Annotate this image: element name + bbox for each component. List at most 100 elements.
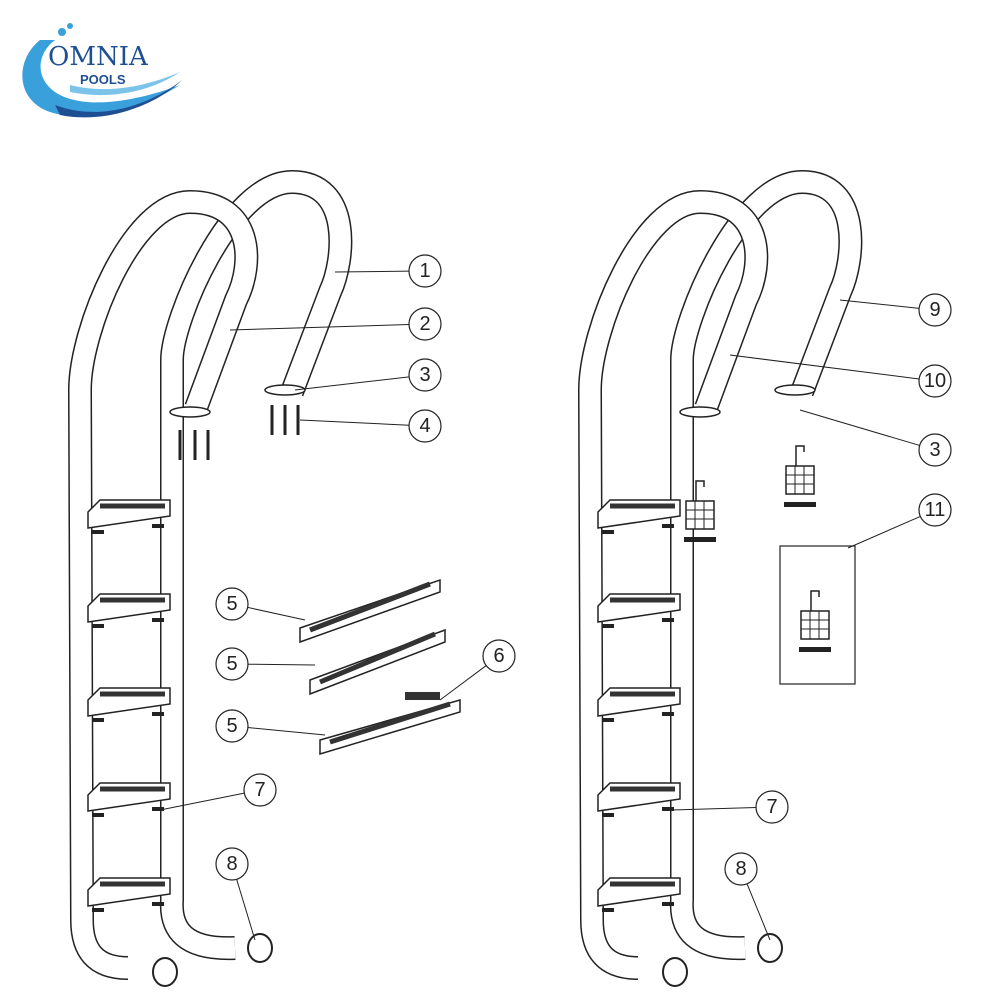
callout-number: 6: [493, 645, 504, 667]
callout-number: 7: [766, 796, 777, 818]
callout-2: 2: [229, 307, 442, 341]
callout-number: 11: [925, 499, 946, 521]
leader-line: [294, 376, 410, 391]
left-ladder-step: [87, 593, 171, 628]
callout-5: 5: [215, 647, 316, 681]
anchor-cage: [685, 500, 715, 530]
callout-number: 10: [924, 370, 946, 392]
leader-line: [746, 883, 771, 941]
callout-circle: [408, 254, 442, 288]
left-ladder-step: [87, 499, 171, 534]
callout-circle: [918, 433, 952, 467]
base-flange: [169, 406, 211, 418]
callout-11: 11: [847, 493, 952, 549]
wall-anchor-escutcheon: [152, 957, 178, 987]
leader-line: [439, 665, 487, 701]
left-ladder-rear-rail: [159, 169, 353, 961]
callout-8: 8: [724, 852, 771, 941]
base-flange: [774, 384, 816, 396]
right-ladder-rear-rail: [669, 169, 863, 961]
callout-1: 1: [334, 254, 442, 288]
leader-line: [334, 270, 410, 273]
callout-8: 8: [215, 847, 256, 941]
left-ladder-step: [87, 687, 171, 722]
right-ladder-front-rail: [577, 189, 769, 980]
right-ladder-step: [597, 782, 681, 817]
anchor-plate: [799, 647, 831, 652]
callout-circle: [408, 409, 442, 443]
leader-line: [247, 727, 326, 736]
callout-9: 9: [839, 293, 952, 327]
right-ladder-front-rail-fill: [579, 191, 767, 979]
callout-circle: [724, 852, 758, 886]
logo-subtitle: POOLS: [80, 72, 126, 87]
callout-number: 9: [929, 299, 940, 321]
right-ladder-rear-rail-fill: [671, 171, 861, 959]
right-ladder-step: [597, 877, 681, 912]
right-ladder-step: [597, 499, 681, 534]
anchor-cage: [800, 610, 830, 640]
right-ladder-step: [597, 687, 681, 722]
part-11-inset-box: [779, 545, 856, 685]
anchor-cage: [785, 465, 815, 495]
step-insert-6: [405, 692, 440, 700]
callout-3: 3: [294, 358, 442, 392]
callout-circle: [918, 364, 952, 398]
callout-circle: [408, 307, 442, 341]
omnia-pools-logo: OMNIA POOLS: [22, 23, 182, 118]
callout-number: 3: [419, 364, 430, 386]
callout-7: 7: [159, 773, 277, 811]
leader-line: [159, 792, 245, 811]
base-flange: [264, 384, 306, 396]
callout-number: 4: [419, 415, 430, 437]
wall-anchor-escutcheon: [757, 933, 783, 963]
callout-number: 8: [735, 858, 746, 880]
wall-anchor-escutcheon: [662, 957, 688, 987]
left-ladder-front-rail-fill: [69, 191, 257, 979]
left-ladder-front-rail: [67, 189, 259, 980]
callout-circle: [408, 358, 442, 392]
callout-number: 8: [226, 853, 237, 875]
anchor-cage-grid: [801, 611, 829, 639]
callout-4: 4: [299, 409, 442, 443]
callout-10: 10: [729, 354, 952, 398]
leader-line: [229, 323, 410, 331]
callout-circle: [215, 647, 249, 681]
callout-circle: [918, 493, 952, 527]
base-flange: [679, 406, 721, 418]
anchor-plate: [684, 537, 716, 542]
callout-circle: [918, 293, 952, 327]
anchor-hook: [695, 480, 705, 501]
callout-5: 5: [215, 587, 306, 621]
leader-line: [299, 419, 410, 426]
callout-circle: [755, 790, 789, 824]
callout-circle: [215, 847, 249, 881]
callout-number: 3: [929, 439, 940, 461]
callout-number: 1: [419, 260, 430, 282]
callout-3: 3: [799, 409, 952, 467]
callout-circle: [482, 639, 516, 673]
callout-number: 2: [419, 313, 430, 335]
left-ladder-step: [87, 877, 171, 912]
leader-line: [847, 515, 921, 549]
leader-line: [247, 663, 316, 666]
left-ladder-rear-rail-fill: [161, 171, 351, 959]
anchor-cage-grid: [786, 466, 814, 494]
leader-line: [236, 879, 256, 941]
anchor-hook: [795, 445, 805, 466]
step-texture: [309, 581, 431, 633]
anchor-hook: [810, 590, 820, 611]
anchor-plate: [784, 502, 816, 507]
callout-number: 7: [254, 779, 265, 801]
callout-7: 7: [671, 790, 789, 824]
step-texture: [329, 701, 451, 745]
step-texture: [319, 631, 436, 685]
callout-circle: [215, 587, 249, 621]
left-ladder-step: [87, 782, 171, 817]
callout-number: 5: [226, 653, 237, 675]
callout-5: 5: [215, 709, 326, 743]
callout-6: 6: [439, 639, 516, 701]
leader-line: [799, 409, 920, 446]
